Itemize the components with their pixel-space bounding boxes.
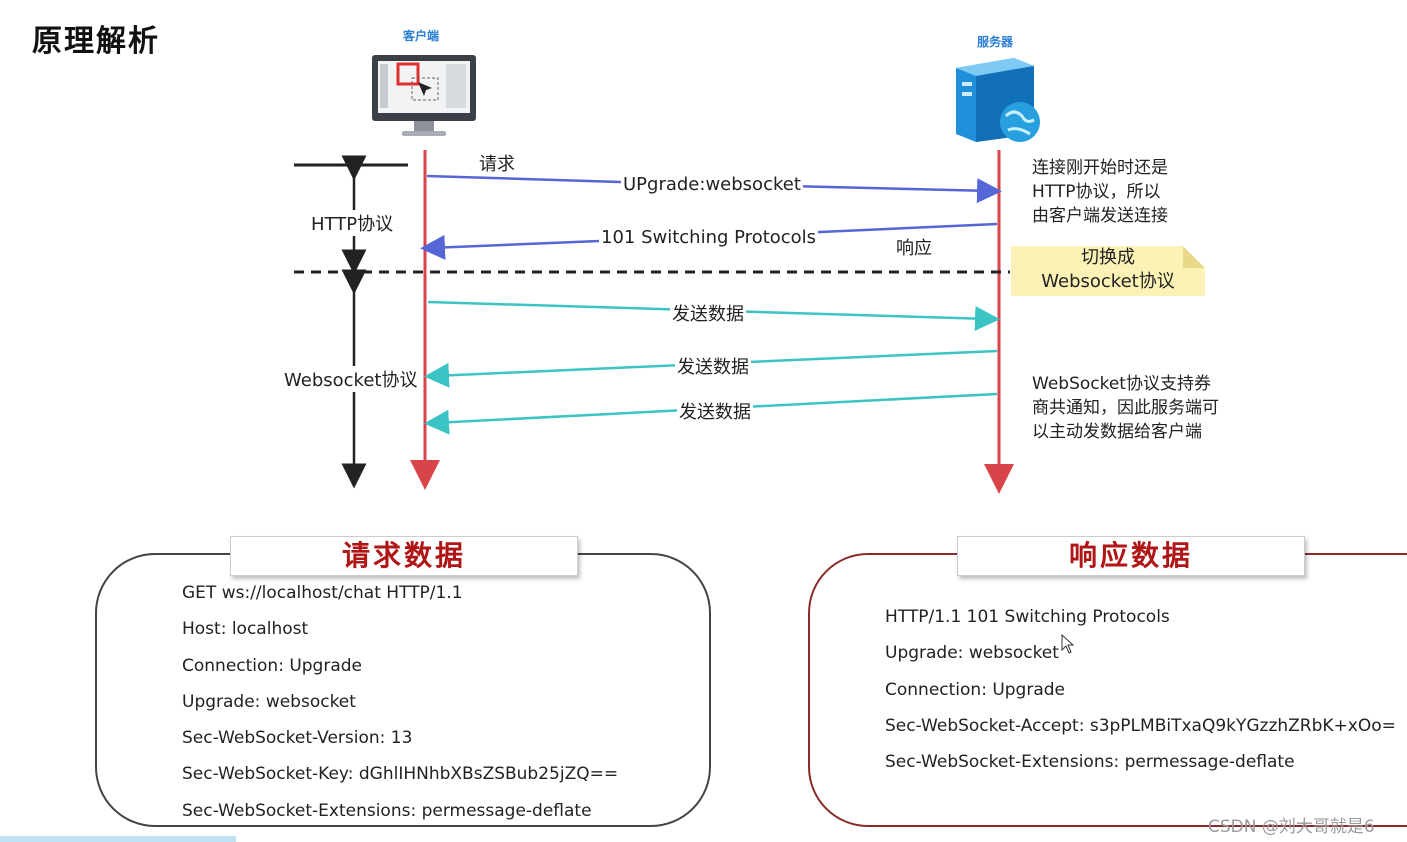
request-tag: 请求 xyxy=(477,150,517,176)
ws-note: WebSocket协议支持券 商共通知，因此服务端可 以主动发数据给客户端 xyxy=(1032,374,1219,442)
page-title: 原理解析 xyxy=(32,24,160,59)
request-lines: GET ws://localhost/chat HTTP/1.1 Host: l… xyxy=(182,583,618,837)
send-label-3: 发送数据 xyxy=(677,398,753,424)
send-label-1: 发送数据 xyxy=(670,300,746,326)
response-line: Sec-WebSocket-Accept: s3pPLMBiTxaQ9kYGzz… xyxy=(885,715,1396,736)
switch-sticky-note: 切换成 Websocket协议 xyxy=(1011,246,1205,296)
cursor-icon xyxy=(418,82,432,96)
ws-phase-label: Websocket协议 xyxy=(284,366,418,392)
request-line: Upgrade: websocket xyxy=(182,691,356,712)
server-icon xyxy=(956,58,1040,142)
switching-arrow xyxy=(420,222,998,260)
send-label-2: 发送数据 xyxy=(675,353,751,379)
request-panel xyxy=(95,553,711,827)
bottom-strip xyxy=(0,836,236,842)
response-lines: HTTP/1.1 101 Switching Protocols Upgrade… xyxy=(885,607,1396,788)
request-line: Sec-WebSocket-Extensions: permessage-def… xyxy=(182,800,592,821)
response-panel-title: 响应数据 xyxy=(957,536,1305,576)
response-line: Sec-WebSocket-Extensions: permessage-def… xyxy=(885,752,1295,773)
request-line: Sec-WebSocket-Version: 13 xyxy=(182,728,413,749)
monitor-icon xyxy=(372,55,476,136)
request-line: Sec-WebSocket-Key: dGhlIHNhbXBsZSBub25jZ… xyxy=(182,764,619,785)
server-label: 服务器 xyxy=(977,35,1014,49)
globe-icon xyxy=(1000,102,1040,142)
request-panel-title: 请求数据 xyxy=(230,536,578,576)
client-label: 客户端 xyxy=(403,29,440,43)
http-phase-label: HTTP协议 xyxy=(311,210,394,236)
response-line: Connection: Upgrade xyxy=(885,679,1066,700)
response-line: HTTP/1.1 101 Switching Protocols xyxy=(885,607,1170,627)
request-line: GET ws://localhost/chat HTTP/1.1 xyxy=(182,583,463,603)
upgrade-arrow xyxy=(426,174,1002,204)
response-line: Upgrade: websocket xyxy=(885,643,1059,664)
request-line: Connection: Upgrade xyxy=(182,655,363,676)
http-note: 连接刚开始时还是 HTTP协议，所以 由客户端发送连接 xyxy=(1032,158,1168,226)
switching-label: 101 Switching Protocols xyxy=(599,227,819,248)
upgrade-label: UPgrade:websocket xyxy=(621,174,803,195)
watermark: CSDN @刘大哥就是6 xyxy=(1208,817,1375,837)
response-tag: 响应 xyxy=(894,234,934,260)
response-panel xyxy=(808,553,1407,827)
request-line: Host: localhost xyxy=(182,619,309,640)
cursor-icon xyxy=(1061,634,1075,654)
